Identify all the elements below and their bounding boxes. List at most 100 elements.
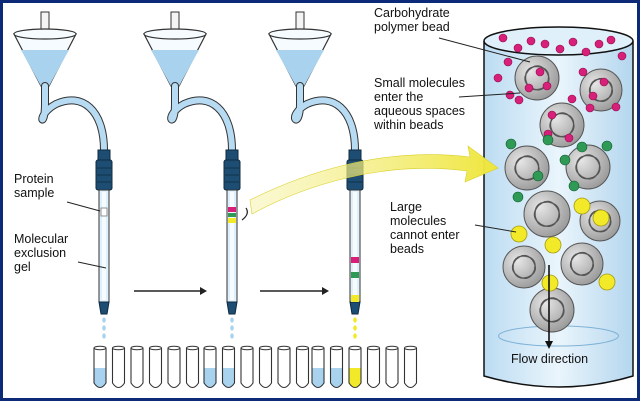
leader-protein-sample	[66, 201, 101, 212]
protein-sample-band	[100, 207, 108, 217]
tube-glass	[258, 348, 273, 389]
tube-glass	[148, 348, 163, 389]
band-medium	[228, 213, 236, 217]
test-tube	[148, 345, 163, 389]
label-large-molecules: Large molecules cannot enter beads	[390, 200, 460, 256]
small-molecule	[524, 83, 534, 93]
large-molecule	[592, 209, 610, 227]
tubing	[39, 83, 107, 153]
small-molecule	[555, 44, 565, 54]
tube-glass	[277, 348, 291, 389]
band-large	[228, 218, 236, 223]
funnel-liquid	[276, 50, 324, 86]
small-molecule	[594, 39, 604, 49]
bead-shell	[523, 190, 571, 238]
label-molecular-exclusion-gel: Molecular exclusion gel	[14, 232, 69, 274]
test-tube	[385, 345, 399, 389]
small-molecule	[547, 110, 557, 120]
label-small-molecules: Small molecules enter the aqueous spaces…	[374, 76, 466, 132]
test-tube	[403, 345, 418, 389]
tube-glass	[167, 348, 181, 389]
bead-shell	[565, 144, 611, 190]
small-molecule	[513, 43, 523, 53]
tube-rim	[277, 345, 291, 351]
column-connector	[348, 149, 362, 161]
medium-molecule	[505, 138, 517, 150]
tube-glass	[93, 348, 107, 389]
tube-glass	[240, 348, 254, 389]
carbohydrate-bead	[504, 145, 550, 191]
tubing	[292, 83, 358, 153]
band-large	[351, 295, 359, 302]
bead-polymer	[514, 155, 540, 181]
collection-tubes	[93, 345, 418, 389]
label-protein-sample: Protein sample	[14, 172, 55, 200]
tube-rim	[404, 345, 417, 351]
small-molecule	[611, 102, 621, 112]
band-small	[228, 207, 236, 212]
small-molecule	[493, 73, 503, 83]
bead-polymer	[511, 254, 537, 280]
small-molecule	[498, 33, 508, 43]
tube-glass	[295, 348, 310, 389]
small-molecule	[526, 36, 536, 46]
bead-polymer	[539, 297, 565, 323]
test-tube	[329, 345, 344, 389]
drip	[353, 317, 357, 323]
medium-molecule	[576, 141, 588, 153]
tube-glass	[348, 348, 362, 389]
test-tube	[258, 345, 273, 389]
tube-glass	[385, 348, 399, 389]
tube-rim	[93, 345, 107, 351]
funnel-stem-top	[40, 11, 50, 31]
small-molecule	[542, 81, 552, 91]
tube-glass	[329, 348, 344, 389]
tube-liquid	[204, 368, 216, 388]
tube-rim	[167, 345, 181, 351]
column-contents	[493, 33, 627, 333]
test-tube	[130, 345, 144, 389]
large-molecule	[598, 273, 616, 291]
tube-liquid	[349, 368, 361, 388]
bead-shell	[502, 245, 546, 289]
tube-rim	[112, 345, 125, 351]
small-molecule	[564, 133, 574, 143]
tube-rim	[367, 345, 380, 351]
large-molecule	[544, 236, 562, 254]
small-molecule	[505, 90, 515, 100]
step-arrow	[260, 287, 329, 295]
test-tube	[93, 345, 107, 389]
carbohydrate-bead	[502, 245, 546, 289]
bead-polymer	[533, 200, 561, 228]
medium-molecule	[559, 154, 571, 166]
tube-rim	[186, 345, 199, 351]
leader-gel	[77, 261, 107, 269]
carbohydrate-bead	[529, 287, 575, 333]
test-tube	[221, 345, 236, 389]
test-tube	[295, 345, 310, 389]
label-carbohydrate-bead: Carbohydrate polymer bead	[374, 6, 450, 34]
column-outlet	[98, 301, 110, 315]
tube-rim	[259, 345, 272, 351]
medium-molecule	[512, 191, 524, 203]
carbohydrate-bead	[523, 190, 571, 238]
column-connector	[97, 149, 111, 161]
funnel-liquid	[151, 50, 199, 86]
funnel-liquid	[21, 50, 69, 86]
label-flow-direction: Flow direction	[511, 352, 589, 366]
test-tube	[111, 345, 126, 389]
drip	[230, 317, 234, 323]
medium-molecule	[532, 170, 544, 182]
tube-glass	[203, 348, 217, 389]
large-molecule	[510, 225, 528, 243]
drip	[353, 325, 357, 331]
funnel-stem-top	[170, 11, 180, 31]
tube-glass	[130, 348, 144, 389]
tube-rim	[348, 345, 362, 351]
drip	[230, 333, 234, 339]
small-molecule	[535, 67, 545, 77]
column-outlet	[226, 301, 238, 315]
tube-liquid	[222, 368, 235, 388]
